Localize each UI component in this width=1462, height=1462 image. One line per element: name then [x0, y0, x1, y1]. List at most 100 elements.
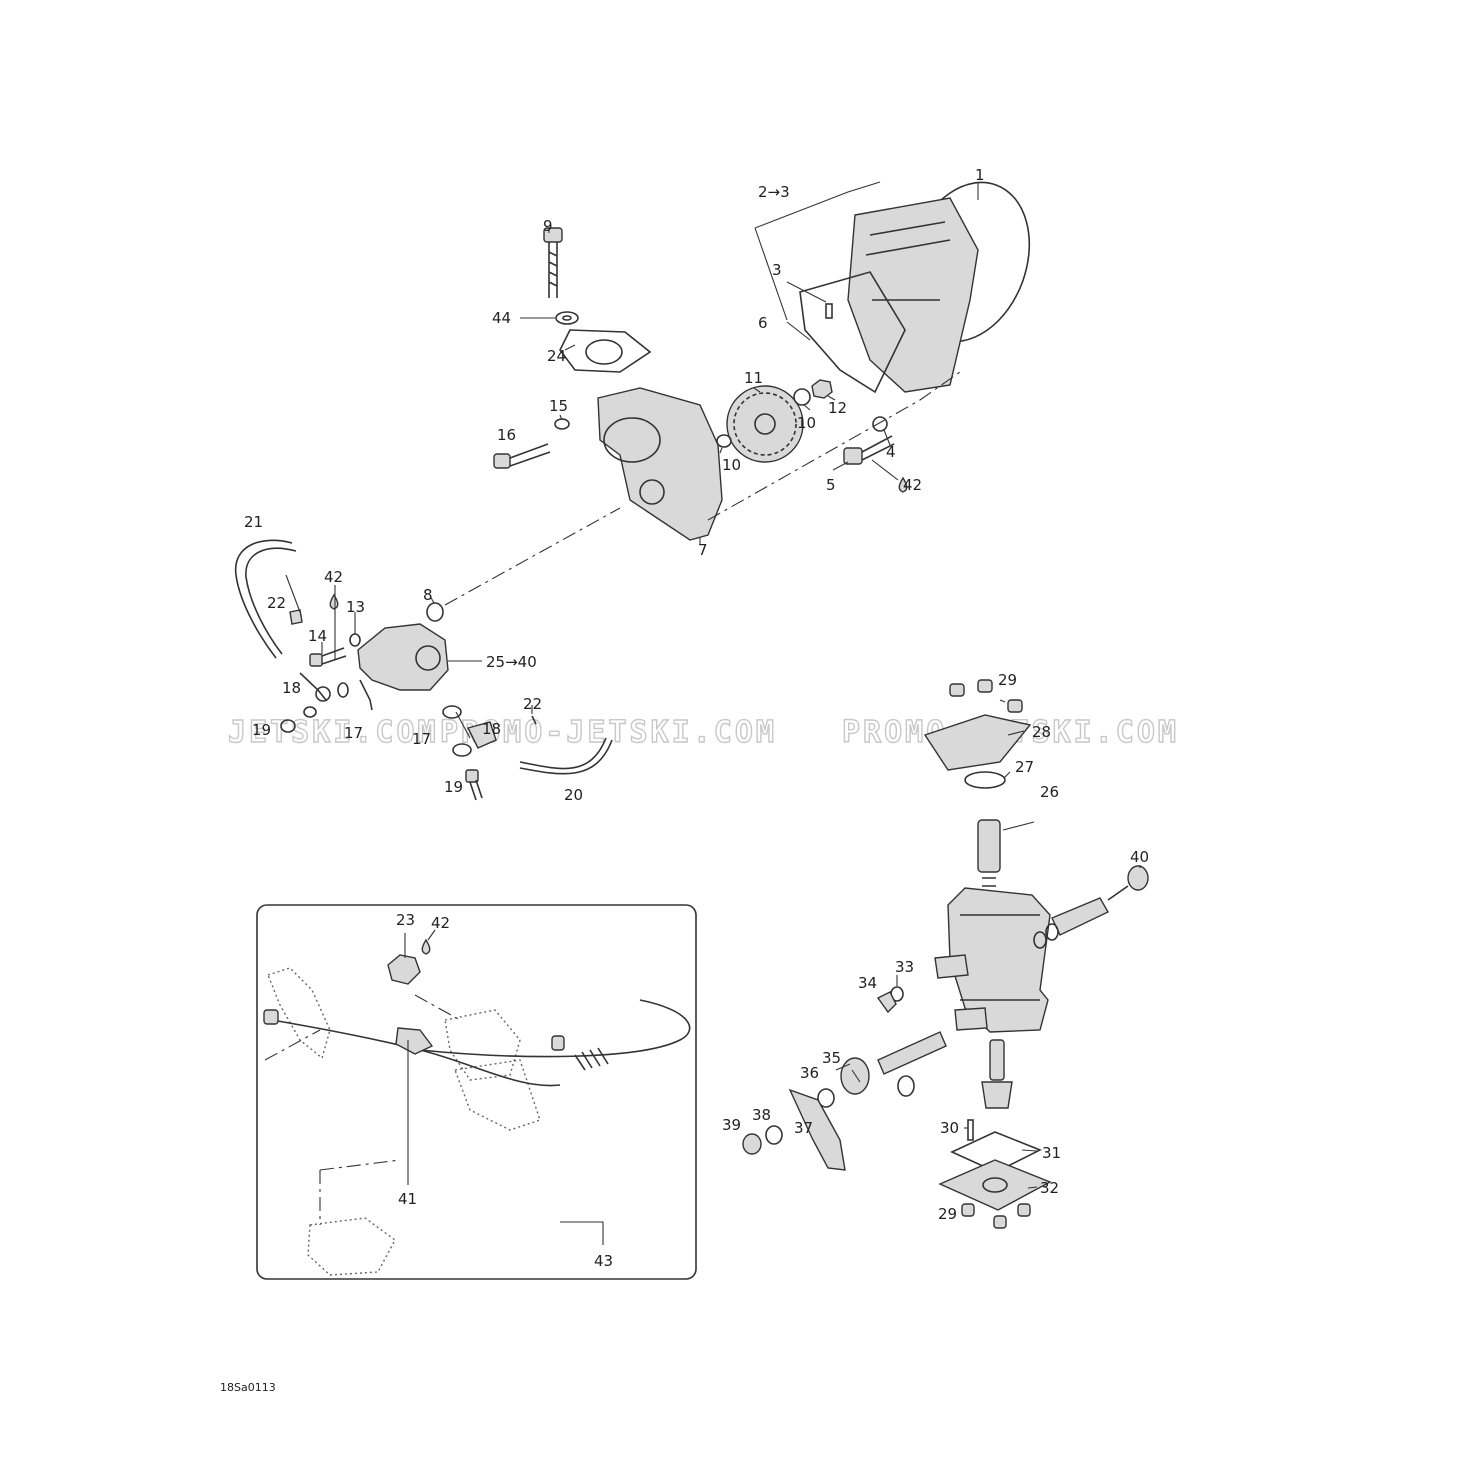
bearing-40	[1127, 865, 1149, 891]
pin-30	[967, 1119, 974, 1141]
nut-39	[742, 1133, 762, 1155]
leader-28	[1007, 730, 1025, 736]
gear-35	[840, 1057, 870, 1095]
washer-44	[555, 311, 579, 325]
callout-2-3: 2→3	[758, 183, 790, 201]
callout-15: 15	[549, 397, 568, 415]
washer-44-hole	[562, 315, 572, 321]
callout-12: 12	[828, 399, 847, 417]
cable-inset	[256, 904, 697, 1280]
callout-17-left: 17	[344, 724, 363, 742]
callout-42-mid: 42	[324, 568, 343, 586]
callout-33: 33	[895, 958, 914, 976]
callout-27: 27	[1015, 758, 1034, 776]
leader-27	[1003, 771, 1011, 779]
ghost-housing-top	[444, 1009, 521, 1081]
leader-6	[786, 321, 811, 341]
housing-7-bore	[603, 417, 661, 463]
lever-37	[788, 1088, 846, 1171]
callout-30: 30	[940, 1119, 959, 1137]
callout-42-top: 42	[903, 476, 922, 494]
cap-28	[923, 714, 1032, 771]
ghost-bracket-bottom	[307, 1217, 396, 1276]
inset-centerline-a	[264, 1029, 321, 1061]
leader-26	[1002, 821, 1035, 831]
screw-29-bottom-a	[961, 1203, 975, 1217]
callout-11: 11	[744, 369, 763, 387]
o-ring-40-a	[1033, 931, 1047, 949]
washer-17-small	[303, 706, 317, 718]
cover-ribs	[865, 221, 951, 301]
leader-35b	[835, 1063, 851, 1071]
screw-34	[876, 991, 897, 1014]
nut-12	[811, 379, 833, 399]
ring-27	[964, 771, 1006, 789]
leader-35	[851, 1069, 861, 1083]
washer-13	[349, 633, 361, 647]
callout-21: 21	[244, 513, 263, 531]
callout-20: 20	[564, 786, 583, 804]
washer-10-right	[793, 388, 811, 406]
link-18-ball	[315, 686, 331, 702]
callout-labels: 1 2→3 3 4 5 6 7 8 9 10 10 11 12 13 14 15…	[244, 166, 1149, 1270]
callout-16: 16	[497, 426, 516, 444]
fitting-lower	[954, 1007, 988, 1031]
screw-29-bottom-c	[1017, 1203, 1031, 1217]
screw-5-head	[843, 447, 863, 465]
clip-22-mid	[531, 715, 537, 725]
nut-19-left	[280, 719, 296, 733]
washer-17-mid-top	[442, 705, 462, 719]
inset-centerline-b	[414, 994, 461, 1021]
leader-12	[827, 395, 836, 401]
washer-4	[872, 416, 888, 432]
callout-29-bottom: 29	[938, 1205, 957, 1223]
hose-20	[519, 737, 607, 770]
callout-37: 37	[794, 1119, 813, 1137]
callout-28: 28	[1032, 723, 1051, 741]
screw-16-thread	[509, 443, 551, 467]
loctite-drop-42-inset	[421, 938, 431, 955]
oil-pump-exploded	[742, 679, 1149, 1229]
bracket-18-mid	[466, 721, 497, 749]
adjuster-41	[395, 1027, 434, 1055]
callout-26: 26	[1040, 783, 1059, 801]
bracket-2-3	[754, 181, 881, 321]
callout-38: 38	[752, 1106, 771, 1124]
leader-10b	[803, 404, 811, 411]
callout-25-40: 25→40	[486, 653, 537, 671]
leader-42a	[871, 459, 899, 481]
leader-31	[1021, 1149, 1038, 1152]
screw-19-head	[465, 769, 479, 783]
washer-17-left	[337, 682, 349, 698]
screw-19-thread	[469, 779, 483, 801]
callout-39: 39	[722, 1116, 741, 1134]
callout-14: 14	[308, 627, 327, 645]
callout-19-mid: 19	[444, 778, 463, 796]
callout-42-inset: 42	[431, 914, 450, 932]
gasket-24	[559, 329, 652, 373]
callout-10-right: 10	[797, 414, 816, 432]
oil-pump-lever	[359, 679, 373, 711]
leader-10a	[719, 447, 723, 454]
leader-3	[786, 281, 827, 303]
washer-10-left	[716, 434, 732, 448]
washer-17-mid-bottom	[452, 743, 472, 757]
callout-19-left: 19	[252, 721, 271, 739]
callout-3: 3	[772, 261, 782, 279]
leader-43	[560, 1221, 604, 1245]
callout-8: 8	[423, 586, 433, 604]
cable-43-outer	[419, 999, 691, 1058]
callout-36: 36	[800, 1064, 819, 1082]
valve-40-body	[1051, 897, 1109, 936]
drive-shaft	[989, 1039, 1005, 1081]
callout-40: 40	[1130, 848, 1149, 866]
centerline-pump	[444, 507, 621, 606]
callout-24: 24	[547, 347, 566, 365]
clip-22-left	[289, 609, 303, 625]
oil-pump-mount-area	[234, 507, 621, 801]
callout-4: 4	[886, 443, 896, 461]
callout-22-mid: 22	[523, 695, 542, 713]
callout-17-mid: 17	[412, 730, 431, 748]
callout-13: 13	[346, 598, 365, 616]
housing-7-port	[639, 479, 665, 505]
